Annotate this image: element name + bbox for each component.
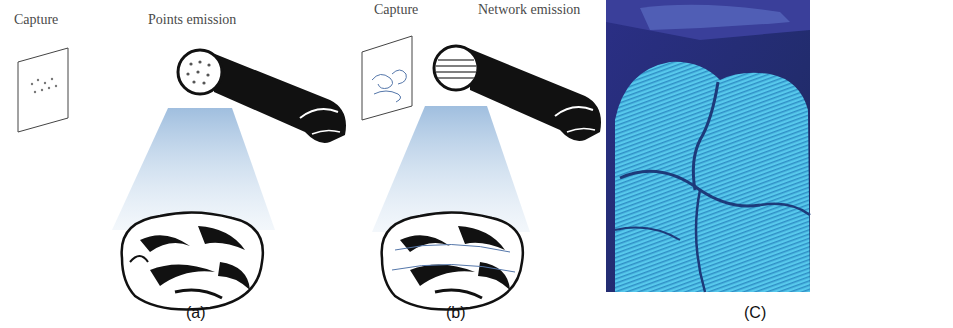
panel-letter: (a) (186, 304, 206, 322)
emission-label: Network emission (478, 2, 580, 17)
capture-card (362, 36, 412, 120)
capture-card (18, 48, 68, 132)
tooth-model (122, 212, 263, 309)
panel-letter: (C) (744, 304, 766, 322)
tooth-model (382, 212, 523, 309)
scan-photo (606, 0, 810, 292)
scanner-wand (372, 46, 601, 232)
panel-letter: (b) (446, 304, 466, 322)
scanner-wand (112, 50, 346, 230)
emission-label: Points emission (148, 12, 236, 27)
capture-label: Capture (14, 12, 58, 27)
capture-label: Capture (374, 2, 418, 17)
